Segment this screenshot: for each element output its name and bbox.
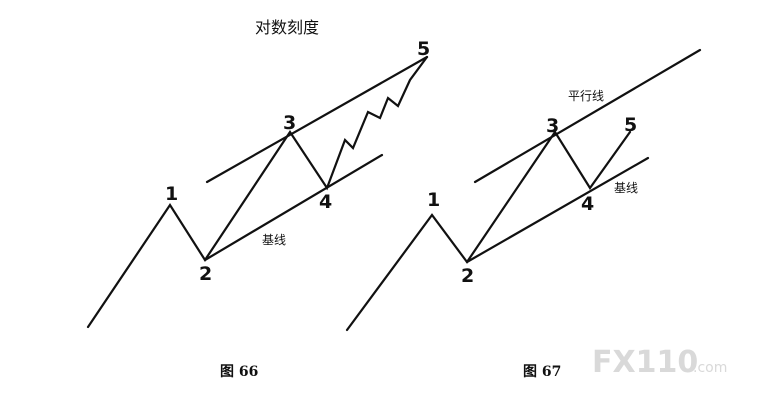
figure-67-parallel-label: 平行线 xyxy=(568,89,604,103)
figure-66-point-5: 5 xyxy=(417,38,430,60)
figure-66-point-1: 1 xyxy=(165,183,178,205)
figure-66-wave-line xyxy=(86,55,429,329)
figure-66-baseline-label: 基线 xyxy=(262,233,286,247)
figure-66-point-4: 4 xyxy=(319,191,332,213)
figure-66-point-3: 3 xyxy=(283,112,296,134)
watermark-main: FX110 xyxy=(592,345,698,380)
figure-67-baseline-label: 基线 xyxy=(614,181,638,195)
figure-66-point-2: 2 xyxy=(199,263,212,285)
figure-67-point-2: 2 xyxy=(461,265,474,287)
figure-67-point-3: 3 xyxy=(546,115,559,137)
figure-66-baseline xyxy=(203,153,384,262)
figure-67-point-1: 1 xyxy=(427,189,440,211)
watermark-suffix: .com xyxy=(693,360,727,376)
figure-66: 对数刻度 1 2 3 4 5 基线 图 66 xyxy=(86,18,430,380)
figure-67-point-4: 4 xyxy=(581,193,594,215)
figure-67-baseline xyxy=(465,156,650,264)
figure-66-caption: 图 66 xyxy=(220,364,258,380)
figure-67-wave-line xyxy=(345,129,632,332)
figure-66-upper-channel xyxy=(205,55,429,184)
figure-67-parallel-line xyxy=(473,48,702,184)
figure-67: 1 2 3 4 5 平行线 基线 图 67 xyxy=(345,48,702,380)
figure-67-caption: 图 67 xyxy=(523,364,561,380)
figure-67-point-5: 5 xyxy=(624,114,637,136)
figure-66-title: 对数刻度 xyxy=(255,18,319,37)
watermark: FX110 .com xyxy=(592,345,727,380)
